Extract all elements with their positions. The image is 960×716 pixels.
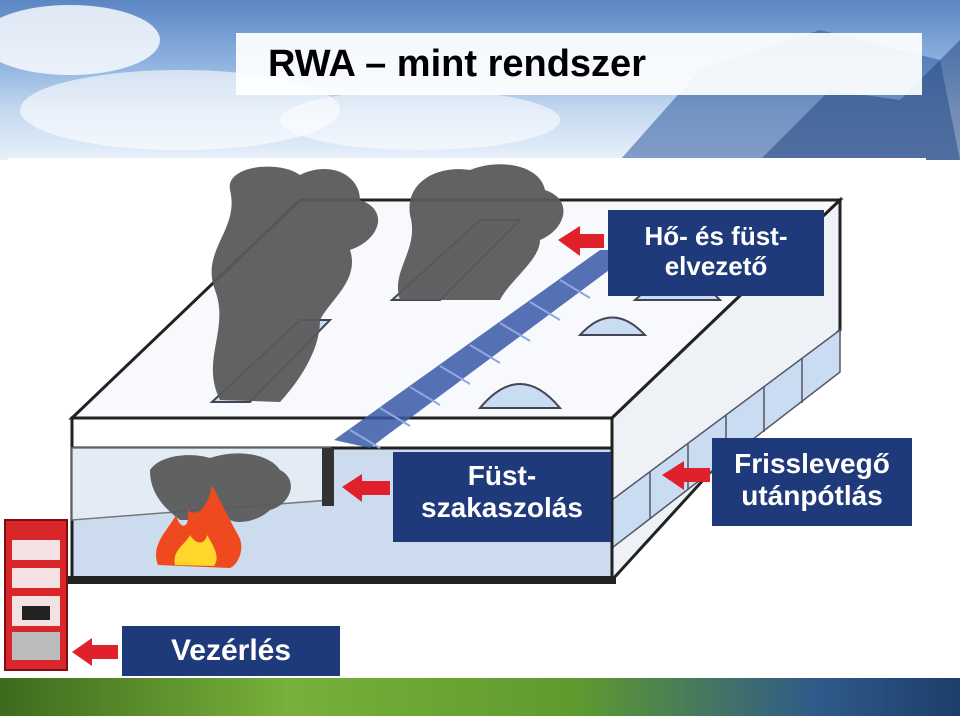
smoke-curtain-wall bbox=[322, 448, 334, 506]
label-heat-smoke-exhaust: Hő- és füst- elvezető bbox=[608, 210, 824, 296]
label-fresh-line1: Frisslevegő bbox=[734, 448, 890, 479]
control-panel-icon bbox=[4, 519, 68, 671]
label-fresh-air-supply: Frisslevegő utánpótlás bbox=[712, 438, 912, 526]
slide-title: RWA – mint rendszer bbox=[268, 43, 646, 85]
building-floor bbox=[60, 576, 616, 584]
label-fresh-line2: utánpótlás bbox=[741, 480, 883, 512]
roof-front-edge bbox=[70, 416, 614, 450]
label-exhaust-line2: elvezető bbox=[664, 250, 768, 281]
smoke-icon bbox=[150, 164, 564, 522]
label-smoke-line2: szakaszolás bbox=[421, 492, 583, 524]
arrow-right-icon bbox=[72, 226, 710, 666]
title-band bbox=[236, 33, 922, 95]
label-smoke-compartment: Füst- szakaszolás bbox=[393, 452, 611, 542]
label-smoke-line1: Füst- bbox=[467, 460, 537, 491]
smoke-curtain-roof bbox=[334, 250, 636, 448]
flame-icon bbox=[155, 485, 242, 568]
footer-band-decoration bbox=[0, 678, 960, 716]
label-control: Vezérlés bbox=[122, 626, 340, 676]
label-exhaust-line1: Hő- és füst- bbox=[644, 221, 788, 251]
